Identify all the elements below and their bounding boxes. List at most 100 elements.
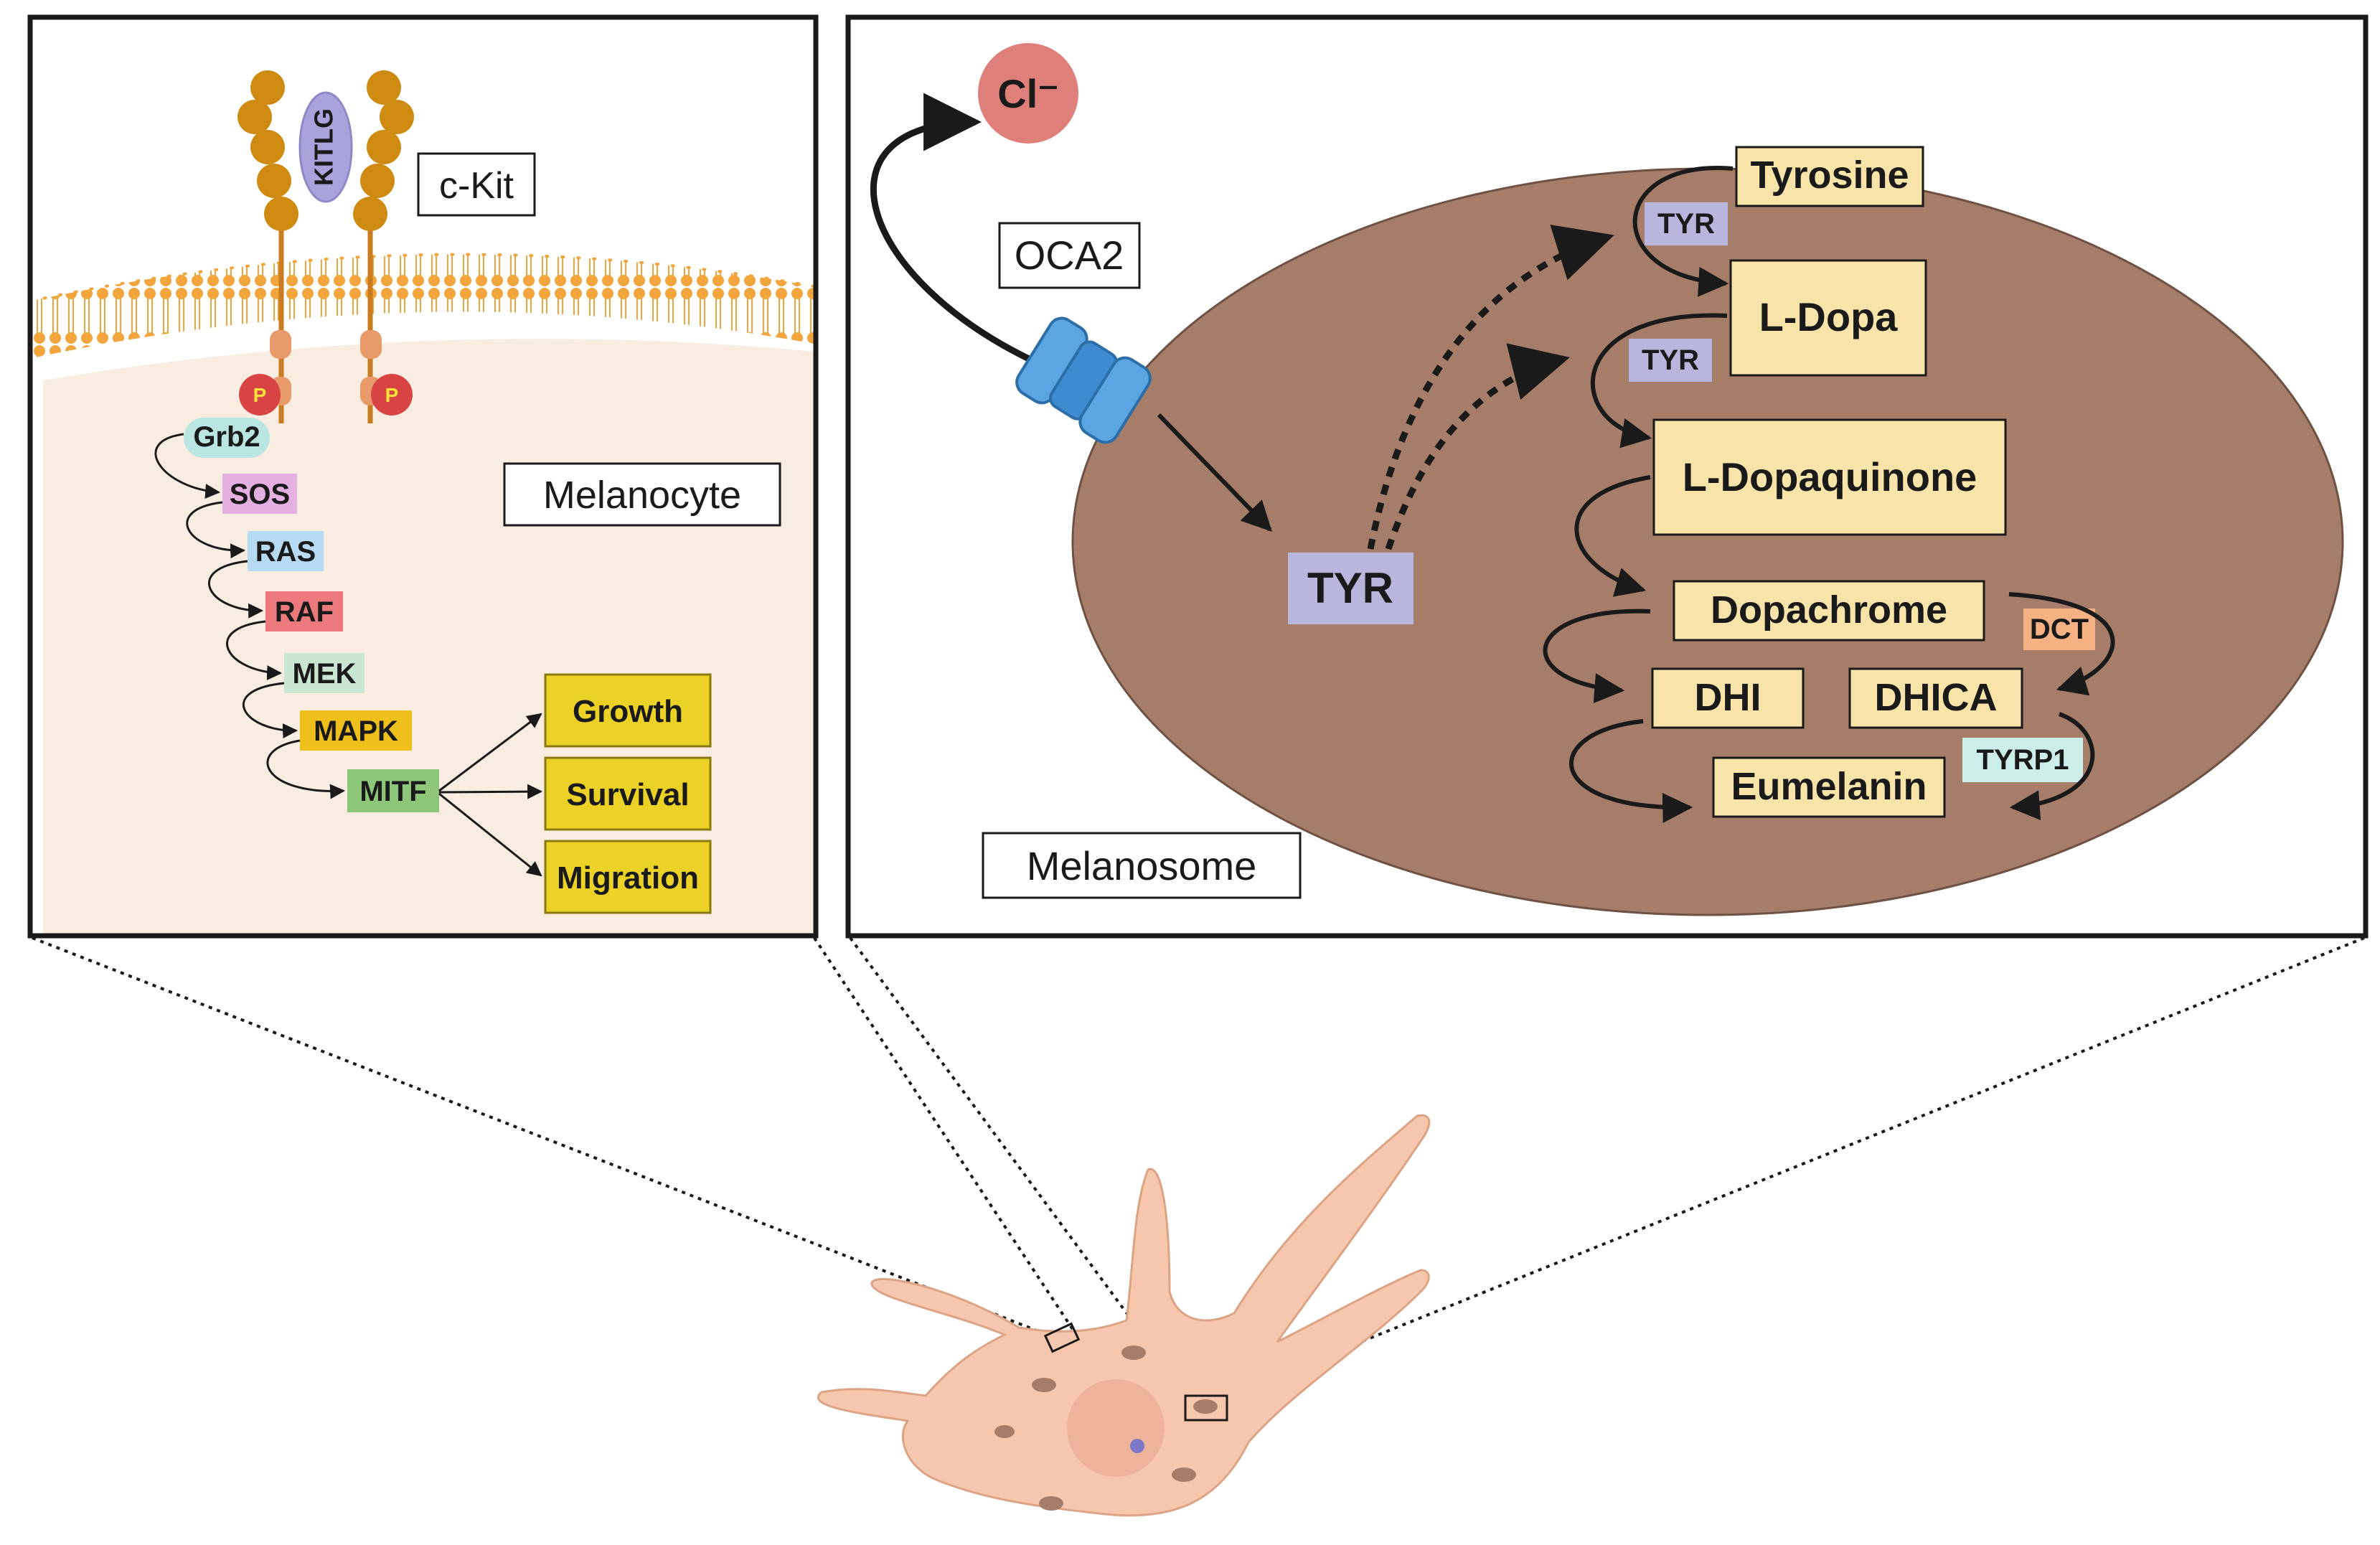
raf-label: RAF — [275, 596, 334, 628]
arrow-mek-mapk — [242, 682, 298, 738]
tyr-enzyme-label: TYR — [1307, 564, 1393, 612]
oca2-label-box — [998, 222, 1141, 289]
eumelanin-box — [1712, 756, 1946, 818]
chloride-label: Cl⁻ — [997, 71, 1059, 116]
nucleus — [1067, 1379, 1165, 1477]
melanocyte-label: Melanocyte — [543, 474, 741, 517]
left-panel-border — [27, 14, 819, 939]
dopachrome-label: Dopachrome — [1711, 588, 1947, 631]
mitf-label: MITF — [359, 776, 426, 807]
dhica-box — [1848, 667, 2023, 729]
melanocyte-cell-body — [817, 1114, 1431, 1517]
organelle — [1039, 1496, 1063, 1511]
ras-label: RAS — [255, 536, 316, 568]
dopachrome-box — [1673, 580, 1985, 642]
arrow-mapk-mitf — [266, 739, 346, 799]
tyr-step1-label: TYR — [1657, 208, 1715, 240]
oca2-label: OCA2 — [1015, 233, 1124, 278]
organelle — [1172, 1467, 1196, 1482]
tyr-step2-tag — [1629, 339, 1712, 382]
arrow-chloride-efflux — [870, 93, 1045, 370]
mapk-label: MAPK — [314, 715, 398, 747]
eumelanin-label: Eumelanin — [1731, 765, 1927, 808]
ckit-label-box — [417, 152, 536, 217]
arrow-tyr-to-ldopa-step — [1385, 343, 1570, 550]
membrane-outer-edge — [30, 253, 816, 303]
kitlg-ligand: KITLG — [298, 91, 353, 203]
right-panel-border — [845, 14, 2369, 939]
tyr-enzyme-box — [1288, 553, 1414, 624]
survival-box — [544, 756, 712, 831]
nucleolus — [1130, 1439, 1144, 1453]
arrow-sos-ras — [186, 501, 246, 559]
right-panel: Cl⁻ OCA2 TYR Tyrosine L-Dopa L-Dopaquino… — [845, 14, 2369, 939]
organelle — [1193, 1399, 1218, 1414]
arrow-mitf-growth — [438, 713, 542, 792]
ldopa-box — [1729, 259, 1927, 377]
melanosome-label-box — [982, 832, 1302, 899]
ldopaquinone-label: L-Dopaquinone — [1683, 454, 1977, 499]
phospho-left-label: P — [253, 384, 267, 406]
grb2-node — [184, 418, 270, 458]
phospho-left: P — [239, 374, 281, 415]
dct-label: DCT — [2030, 614, 2089, 645]
mek-node — [284, 653, 364, 693]
ras-node — [248, 531, 324, 571]
tyrp1-label: TYRP1 — [1977, 744, 2069, 776]
zoom-region-membrane — [1043, 1322, 1081, 1353]
raf-node — [265, 591, 343, 631]
arrow-raf-mek — [226, 620, 283, 680]
cell-membrane — [30, 254, 816, 359]
arrow-dopachrome-dhica — [2008, 592, 2115, 696]
sos-label: SOS — [230, 479, 290, 510]
arrow-ldopaquinone-dopachrome — [1574, 475, 1651, 597]
survival-label: Survival — [566, 777, 689, 812]
mek-label: MEK — [293, 658, 357, 690]
organelle — [1032, 1378, 1056, 1392]
ckit-label: c-Kit — [439, 165, 514, 207]
zoom-line-left-a — [32, 936, 1048, 1336]
arrow-dhi-eumelanin — [1568, 719, 1693, 823]
migration-box — [544, 840, 712, 914]
arrow-tyrosine-ldopa — [1632, 166, 1734, 297]
left-panel: P P KITLG c-Kit Melanocyte Grb2 SOS RAS — [27, 14, 819, 939]
arrow-ras-raf — [208, 560, 264, 619]
arrow-mitf-migration — [438, 792, 542, 877]
signaling-cascade: Grb2 SOS RAS RAF MEK MAPK MITF — [154, 418, 712, 914]
organelle — [994, 1425, 1015, 1438]
tyr-step1-tag — [1645, 202, 1728, 245]
kitlg-label: KITLG — [309, 108, 339, 186]
organelle — [1121, 1346, 1146, 1360]
growth-box — [544, 673, 712, 748]
tyrosine-label: Tyrosine — [1750, 154, 1909, 197]
dhi-box — [1651, 667, 1805, 729]
arrow-oca2-to-tyr — [1157, 413, 1272, 532]
arrow-grb2-sos — [154, 433, 221, 499]
grb2-label: Grb2 — [193, 421, 260, 453]
zoom-line-right-b — [1226, 936, 2365, 1397]
arrow-dopachrome-dhi — [1543, 609, 1651, 703]
arrow-dhica-eumelanin — [2009, 712, 2095, 821]
dct-tag — [2023, 609, 2095, 650]
melanosome-label: Melanosome — [1027, 843, 1257, 888]
tyr-step2-label: TYR — [1642, 344, 1699, 376]
melanocyte-cell-illustration — [817, 1114, 1431, 1517]
migration-label: Migration — [557, 860, 699, 896]
growth-label: Growth — [573, 694, 683, 729]
oca2-channel-icon — [1015, 316, 1152, 444]
ldopa-label: L-Dopa — [1759, 294, 1899, 339]
phospho-right: P — [371, 374, 413, 415]
zoom-line-left-b — [813, 936, 1078, 1336]
mitf-node — [347, 769, 439, 812]
ckit-receptor: P P KITLG — [237, 70, 414, 423]
dhica-label: DHICA — [1875, 676, 1998, 719]
chloride-ion: Cl⁻ — [978, 43, 1078, 144]
melanocyte-label-box — [503, 462, 781, 527]
zoom-region-melanosome — [1184, 1394, 1228, 1422]
ldopaquinone-box — [1652, 418, 2007, 536]
phospho-right-label: P — [385, 384, 399, 406]
arrow-tyr-to-tyrosine-step — [1367, 225, 1614, 550]
tyrp1-tag — [1962, 738, 2083, 782]
arrow-ldopa-ldopaquinone — [1590, 313, 1728, 449]
